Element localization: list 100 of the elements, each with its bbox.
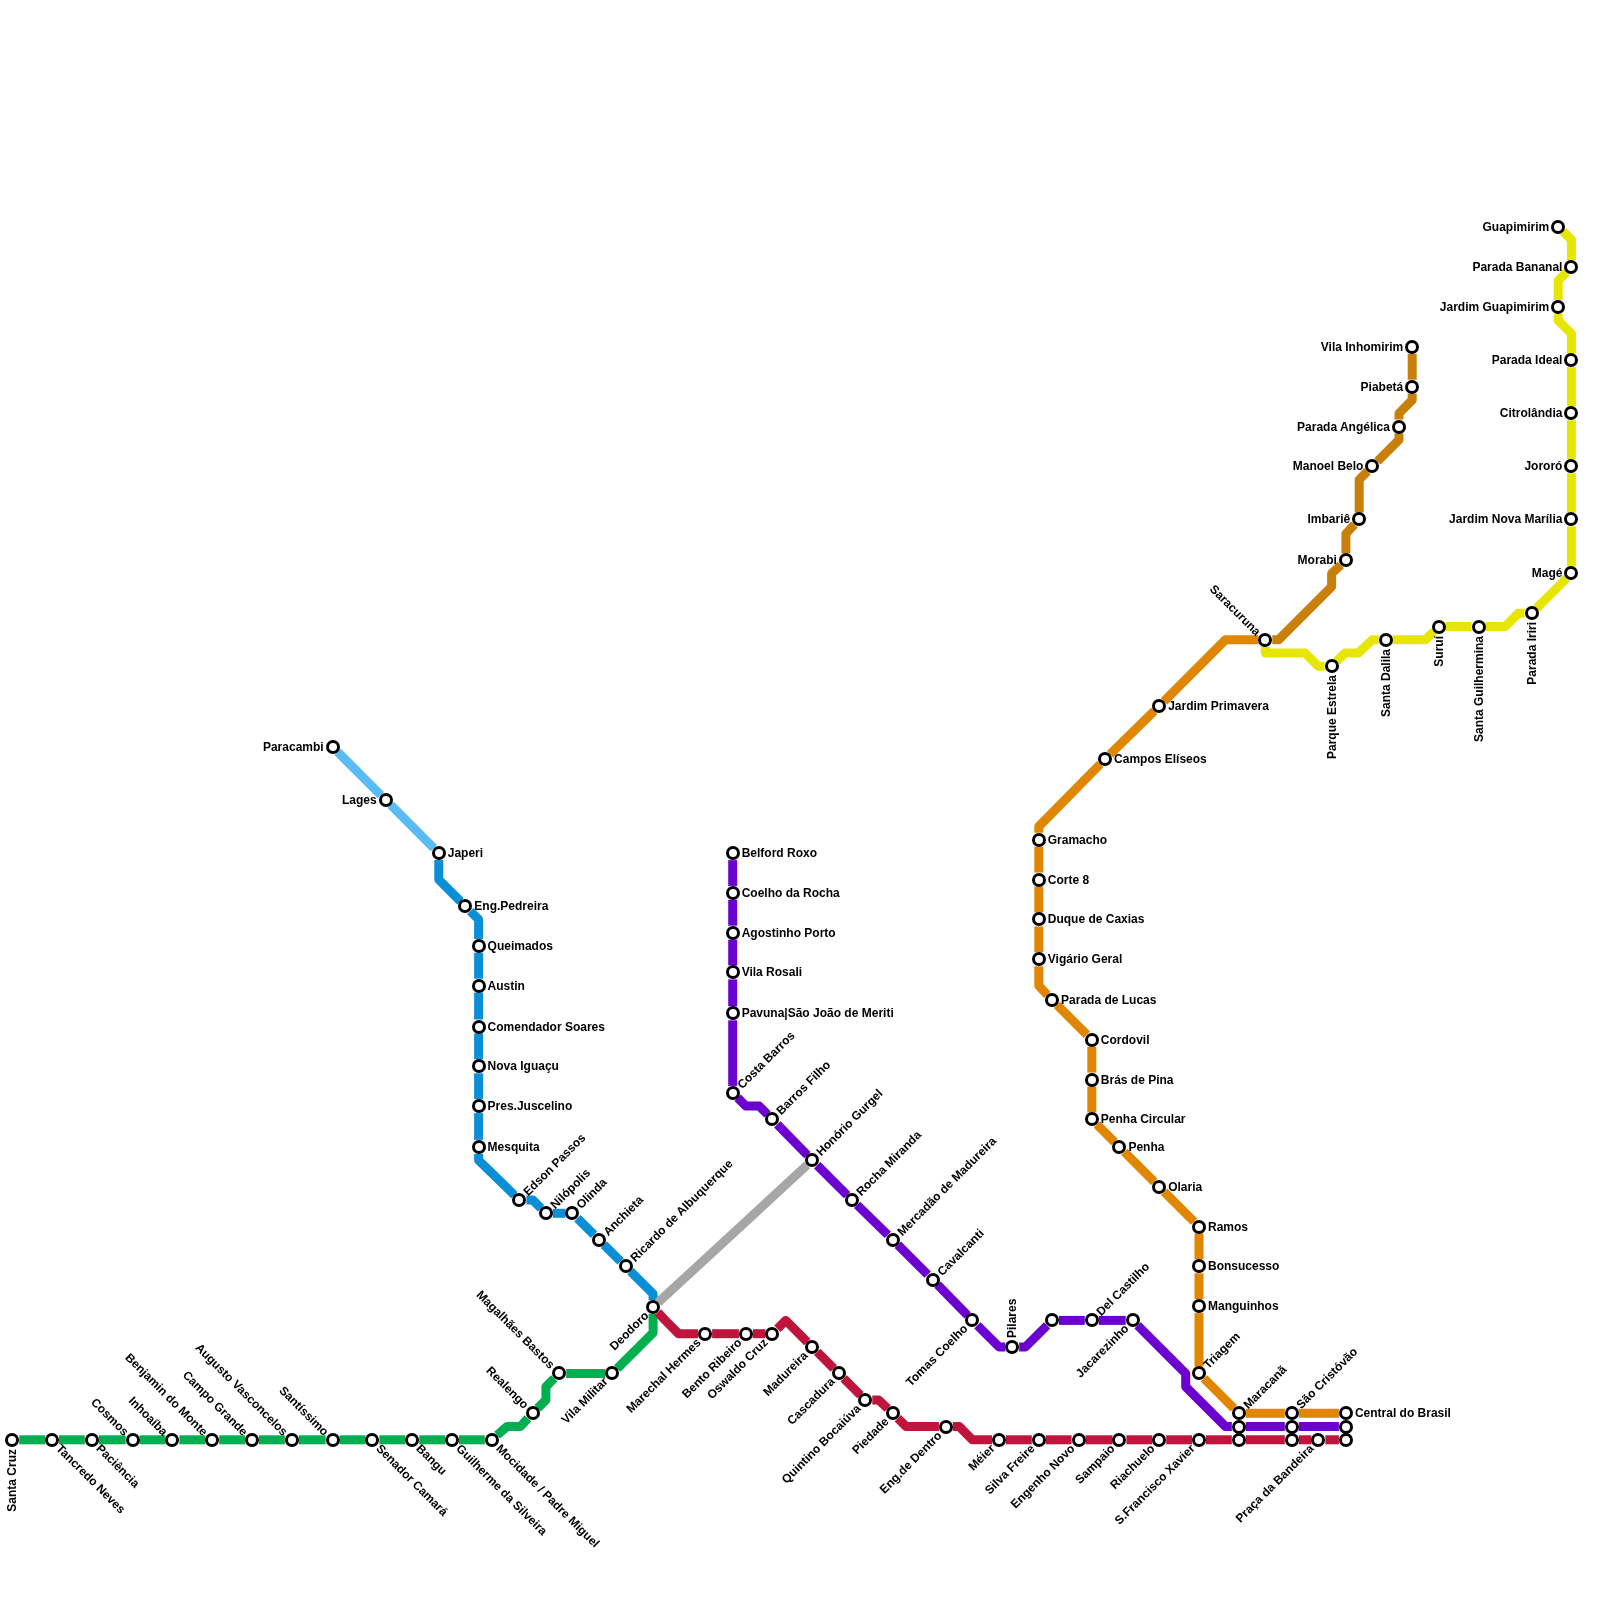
rail-line bbox=[1087, 1086, 1097, 1113]
rail-line bbox=[474, 952, 484, 979]
rail-line bbox=[59, 1435, 85, 1445]
rail-line bbox=[712, 1329, 739, 1339]
station-name: Penha Circular bbox=[1100, 1112, 1186, 1127]
rail-line bbox=[419, 1435, 445, 1445]
rail-line bbox=[1034, 846, 1044, 873]
station-name: Jororó bbox=[1524, 459, 1563, 474]
rail-line bbox=[1206, 1435, 1232, 1445]
rail-line bbox=[1341, 521, 1358, 554]
rail-line bbox=[1160, 1188, 1198, 1225]
rail-line bbox=[474, 1153, 518, 1199]
station-name: Corte 8 bbox=[1047, 872, 1090, 887]
station-name: Parada Ideal bbox=[1491, 353, 1563, 368]
rail-line bbox=[1407, 353, 1417, 380]
rail-line bbox=[98, 1435, 126, 1445]
rail-line bbox=[474, 1073, 484, 1100]
rail-line bbox=[952, 1422, 992, 1445]
rail-line bbox=[1485, 608, 1525, 631]
station-name: Manoel Belo bbox=[1292, 459, 1364, 474]
rail-line bbox=[1260, 646, 1325, 671]
station-name: Jardim Nova Marília bbox=[1449, 512, 1563, 527]
station-name: Mesquita bbox=[487, 1139, 540, 1154]
rail-line bbox=[774, 1121, 811, 1159]
rail-line bbox=[1272, 561, 1344, 645]
rail-line bbox=[574, 1215, 598, 1238]
station-name: Pres.Juscelino bbox=[487, 1099, 573, 1114]
station-name: Parada Bananal bbox=[1472, 260, 1563, 275]
rail-line bbox=[474, 1113, 484, 1140]
rail-line bbox=[1106, 707, 1158, 758]
station-name: Eng.Pedreira bbox=[474, 899, 549, 914]
rail-line bbox=[1194, 1273, 1204, 1300]
rail-line bbox=[1166, 1435, 1192, 1445]
station-name: Brás de Pina bbox=[1100, 1072, 1174, 1087]
station-name: Citrolândia bbox=[1499, 406, 1563, 421]
rail-line bbox=[1354, 468, 1371, 513]
rail-line bbox=[1245, 1435, 1285, 1445]
rail-line bbox=[474, 992, 484, 1020]
rail-line bbox=[1553, 314, 1576, 354]
station-marker bbox=[1231, 1419, 1246, 1434]
rail-line bbox=[1325, 1435, 1339, 1445]
rail-line bbox=[1194, 1313, 1204, 1367]
station-name: Comendador Soares bbox=[487, 1019, 605, 1034]
station-name: Japeri bbox=[447, 846, 484, 861]
station-name: Santa Cruz bbox=[5, 1448, 20, 1512]
station-name: Austin bbox=[487, 978, 525, 993]
rail-line bbox=[814, 1162, 851, 1199]
station-name: Suruí bbox=[1431, 635, 1446, 667]
station-marker bbox=[1338, 1419, 1353, 1434]
rail-line bbox=[814, 1348, 837, 1372]
rail-line bbox=[1006, 1435, 1032, 1445]
rail-line bbox=[474, 1033, 484, 1060]
rail-line bbox=[1445, 622, 1472, 631]
rail-line bbox=[1566, 473, 1576, 513]
rail-line bbox=[566, 1369, 606, 1378]
rail-line bbox=[1200, 1375, 1237, 1412]
rail-line bbox=[1019, 1322, 1051, 1352]
rail-line bbox=[1245, 1408, 1285, 1418]
station-name: Agostinho Porto bbox=[741, 925, 836, 940]
rail-line bbox=[752, 1329, 766, 1339]
station-marker bbox=[1284, 1419, 1299, 1434]
rail-line bbox=[894, 1415, 939, 1431]
rail-line bbox=[627, 1268, 658, 1301]
rail-line bbox=[655, 1161, 811, 1306]
rail-line bbox=[934, 1281, 971, 1319]
rail-line bbox=[1093, 1121, 1118, 1146]
rail-line bbox=[600, 1241, 624, 1265]
rail-line bbox=[1566, 526, 1576, 567]
rail-line bbox=[774, 1315, 811, 1346]
station-name: Morabi bbox=[1297, 553, 1337, 568]
rail-line bbox=[1085, 1435, 1113, 1445]
station-name: Belford Roxo bbox=[741, 846, 817, 861]
rail-line bbox=[434, 860, 464, 905]
rail-line bbox=[728, 979, 738, 1007]
station-name: Bonsucesso bbox=[1207, 1259, 1280, 1274]
rail-line bbox=[1194, 1233, 1204, 1260]
station-name: Vila Inhomirim bbox=[1320, 339, 1404, 354]
rail-line bbox=[339, 1435, 366, 1445]
station-name: Imbariê bbox=[1307, 512, 1351, 527]
rail-line bbox=[728, 1020, 738, 1086]
station-name: Campos Elíseos bbox=[1114, 752, 1207, 767]
station-name: Ramos bbox=[1207, 1219, 1248, 1234]
rail-line bbox=[379, 1435, 406, 1445]
rail-line bbox=[1566, 420, 1576, 460]
rail-line bbox=[526, 1195, 545, 1212]
rail-line bbox=[1333, 635, 1379, 665]
station-name: Piabetá bbox=[1360, 379, 1404, 394]
station-name: Lages bbox=[342, 793, 377, 807]
rail-line bbox=[1298, 1408, 1339, 1418]
station-name: Olaria bbox=[1168, 1179, 1203, 1194]
station-name: Pavuna|São João de Meriti bbox=[741, 1006, 894, 1021]
rail-line bbox=[654, 1309, 699, 1339]
rail-line bbox=[853, 1201, 891, 1239]
station-name: Central do Brasil bbox=[1354, 1406, 1451, 1421]
station-name: Guapimirim bbox=[1482, 219, 1550, 234]
station-name: Jardim Guapimirim bbox=[1439, 300, 1550, 315]
rail-line bbox=[387, 801, 437, 852]
station-name: Santa Dalila bbox=[1378, 648, 1393, 717]
rail-line bbox=[219, 1435, 245, 1445]
rail-line bbox=[139, 1435, 166, 1445]
